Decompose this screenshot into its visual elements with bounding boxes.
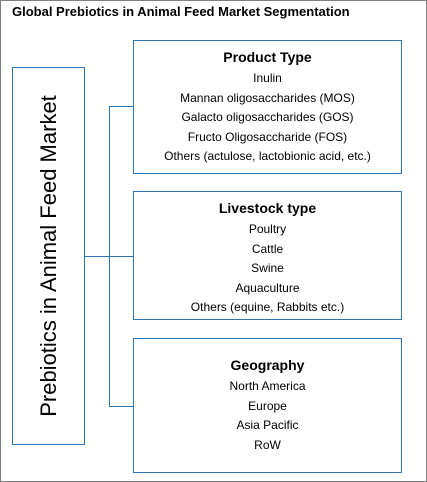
segment-item: Mannan oligosaccharides (MOS) (180, 90, 355, 105)
segment-item: Europe (248, 398, 287, 413)
segment-title: Geography (230, 357, 305, 373)
segment-box-livestock-type: Livestock type Poultry Cattle Swine Aqua… (133, 191, 402, 320)
diagram-title: Global Prebiotics in Animal Feed Market … (12, 4, 350, 19)
segment-title: Livestock type (218, 200, 317, 216)
segment-item: Galacto oligosaccharides (GOS) (181, 110, 354, 124)
connector-root-horizontal (85, 256, 109, 257)
segment-item: Others (actulose, lactobionic acid, etc.… (164, 149, 371, 163)
segment-item: Others (equine, Rabbits etc.) (190, 300, 345, 314)
segment-item: Fructo Oligosaccharide (FOS) (187, 129, 348, 144)
segment-title: Product Type (223, 49, 312, 65)
segment-item: Aquaculture (235, 280, 300, 295)
root-node-label: Prebiotics in Animal Feed Market (35, 95, 61, 417)
connector-branch-geography (109, 406, 133, 407)
segment-item: RoW (254, 437, 281, 452)
segment-item: Asia Pacific (236, 418, 299, 432)
segment-item: Swine (251, 261, 284, 275)
segment-item: Cattle (251, 241, 284, 256)
segment-item: Inulin (253, 71, 282, 85)
connector-branch-livestock-type (109, 256, 133, 257)
root-node: Prebiotics in Animal Feed Market (12, 67, 85, 445)
segment-item: Poultry (248, 222, 287, 236)
connector-branch-product-type (109, 106, 133, 107)
segment-item: North America (229, 379, 306, 393)
segment-box-product-type: Product Type Inulin Mannan oligosacchari… (133, 40, 402, 174)
segment-box-geography: Geography North America Europe Asia Paci… (133, 338, 402, 473)
